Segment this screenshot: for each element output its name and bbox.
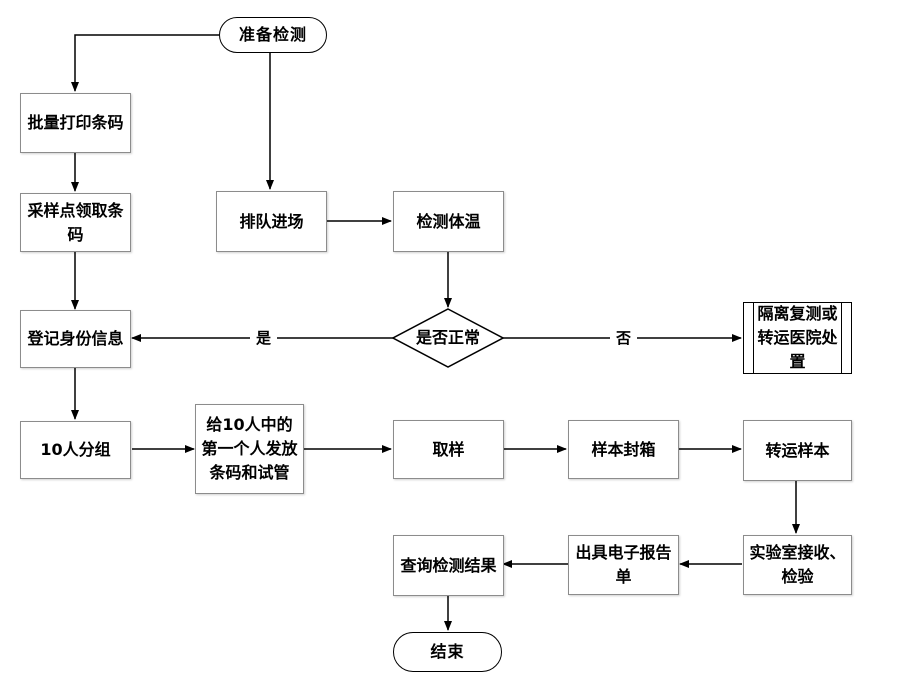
node-seal-box: 样本封箱: [568, 420, 679, 479]
node-start: 准备检测: [219, 17, 327, 53]
node-isolation: 隔离复测或转运医院处置: [743, 302, 852, 374]
decision-diamond-shape: [392, 308, 504, 368]
node-sampling: 取样: [393, 420, 504, 479]
node-distribute-label: 给10人中的第一个人发放条码和试管: [201, 415, 298, 482]
node-isolation-label: 隔离复测或转运医院处置: [757, 304, 838, 371]
node-normal-check: 是否正常: [392, 308, 504, 368]
node-print-barcode-label: 批量打印条码: [27, 113, 124, 132]
node-seal-box-label: 样本封箱: [591, 439, 656, 459]
node-queue: 排队进场: [216, 191, 327, 252]
edge-start-to-print: [71, 34, 219, 92]
node-temperature: 检测体温: [393, 191, 504, 252]
edge-label-no: 否: [610, 329, 638, 347]
node-queue-label: 排队进场: [239, 211, 304, 231]
node-query-label: 查询检测结果: [400, 555, 497, 575]
node-normal-check-label: 是否正常: [415, 328, 480, 347]
node-lab-label: 实验室接收、检验: [749, 543, 846, 586]
node-group10-label: 10人分组: [40, 440, 111, 459]
node-sampling-label: 取样: [432, 439, 465, 459]
node-end: 结束: [393, 632, 502, 672]
node-print-barcode: 批量打印条码: [20, 93, 131, 153]
node-transport-label: 转运样本: [765, 440, 830, 460]
node-end-label: 结束: [430, 642, 465, 661]
edge-label-yes: 是: [250, 329, 278, 347]
node-report-label: 出具电子报告单: [575, 543, 672, 586]
node-report: 出具电子报告单: [568, 535, 679, 595]
node-distribute: 给10人中的第一个人发放条码和试管: [195, 404, 304, 494]
node-query: 查询检测结果: [393, 535, 504, 596]
node-register-label: 登记身份信息: [27, 329, 124, 348]
node-lab: 实验室接收、检验: [743, 535, 852, 595]
node-collect-barcode: 采样点领取条码: [20, 193, 131, 252]
node-start-label: 准备检测: [238, 25, 307, 44]
node-register: 登记身份信息: [20, 310, 131, 368]
node-temperature-label: 检测体温: [416, 211, 481, 231]
node-transport: 转运样本: [743, 420, 852, 481]
node-collect-barcode-label: 采样点领取条码: [27, 200, 124, 244]
node-group10: 10人分组: [20, 421, 131, 479]
